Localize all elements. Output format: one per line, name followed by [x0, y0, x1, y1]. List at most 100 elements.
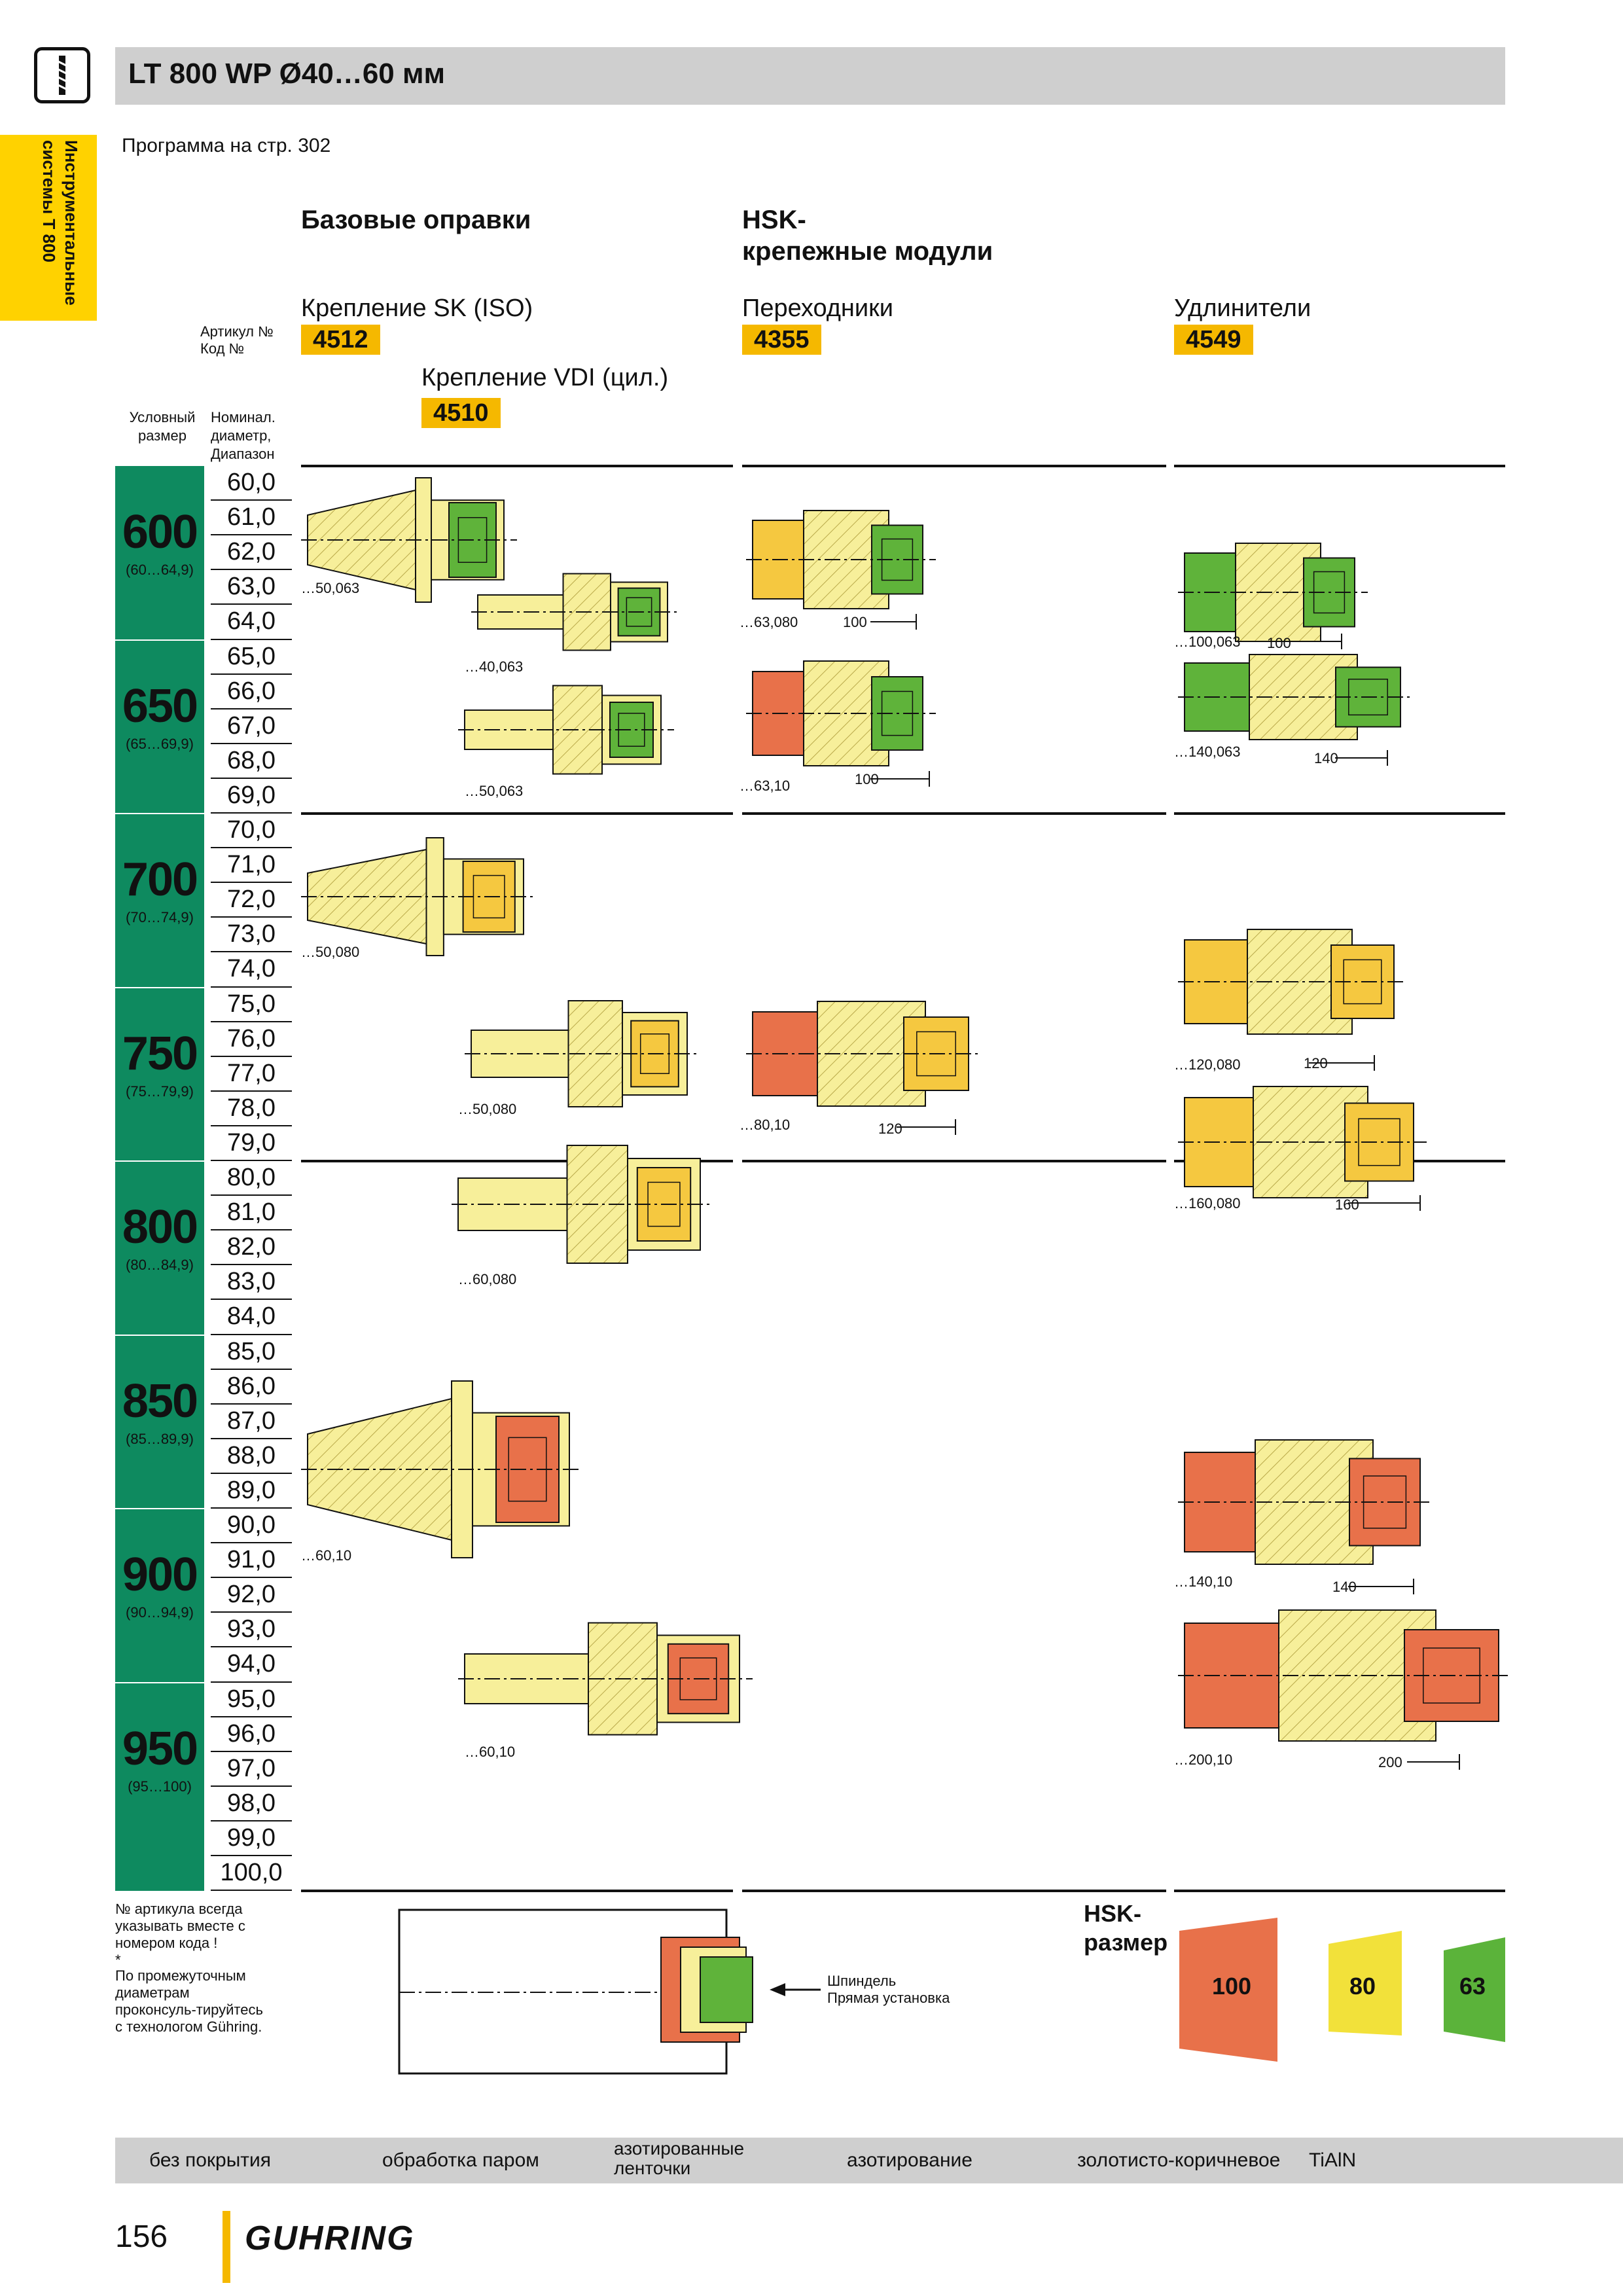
section-rule [301, 1890, 733, 1893]
dim-vdi-750: …50,080 [458, 1101, 517, 1117]
row-rule [211, 986, 292, 988]
diameter-cell: 96,0 [227, 1719, 276, 1748]
size-range: (90…94,9) [126, 1604, 194, 1621]
diameter-cell: 75,0 [227, 990, 276, 1018]
dim-ext-750-len: 120 [1304, 1055, 1328, 1071]
base-holders-title: Базовые оправки [301, 206, 531, 234]
nom-head-line1: Номинал. [211, 409, 276, 425]
hsk-size-100: 100 [1212, 1973, 1252, 2000]
row-rule [211, 1715, 292, 1717]
diameter-cell: 73,0 [227, 920, 276, 948]
dim-ad-650-len: 100 [855, 771, 879, 787]
vdi-body [567, 1000, 623, 1107]
diameter-cell: 69,0 [227, 781, 276, 809]
diameter-cell: 70,0 [227, 816, 276, 844]
size-band-divider [115, 1334, 204, 1336]
footer-divider [223, 2211, 230, 2283]
adapters-code-tag: 4355 [742, 325, 821, 355]
diameter-cell: 86,0 [227, 1372, 276, 1400]
row-rule [211, 1020, 292, 1022]
dim-vdi-600: …40,063 [465, 658, 524, 675]
diameter-cell: 85,0 [227, 1337, 276, 1365]
row-rule [211, 1542, 292, 1544]
dim-ad-600: …63,080 [740, 614, 798, 630]
row-rule [211, 1437, 292, 1439]
dim-ext-900-len: 140 [1332, 1579, 1357, 1595]
diameter-cell: 91,0 [227, 1546, 276, 1574]
diameter-cell: 62,0 [227, 538, 276, 566]
diameter-cell: 67,0 [227, 711, 276, 740]
drill-icon [34, 47, 90, 103]
dim-vdi-950: …60,10 [465, 1744, 516, 1760]
size-range: (60…64,9) [126, 562, 194, 578]
section-rule [742, 1890, 1166, 1893]
legend-bar [115, 2138, 1623, 2183]
sk-code-tag: 4512 [301, 325, 380, 355]
diameter-cell: 92,0 [227, 1581, 276, 1609]
diameter-cell: 66,0 [227, 677, 276, 705]
diameter-cell: 65,0 [227, 642, 276, 670]
row-rule [211, 1855, 292, 1856]
section-rule [742, 1160, 1166, 1162]
size-head: Условный размер [122, 408, 203, 445]
vdi-mount-label: Крепление VDI (цил.) [421, 364, 669, 391]
diameter-cell: 88,0 [227, 1441, 276, 1469]
title-bar [115, 47, 1505, 105]
size-band-divider [115, 986, 204, 988]
size-band [115, 466, 204, 1892]
hsk-size-line2: размер [1084, 1929, 1168, 1956]
row-rule [211, 1229, 292, 1231]
section-rule [1174, 812, 1505, 815]
diameter-cell: 78,0 [227, 1094, 276, 1122]
dim-ext-800: …160,080 [1174, 1195, 1241, 1211]
diameter-cell: 81,0 [227, 1198, 276, 1227]
row-rule [211, 1160, 292, 1161]
row-rule [211, 1194, 292, 1196]
article-label: Артикул № [200, 323, 274, 340]
row-rule [211, 1264, 292, 1266]
size-band-divider [115, 1160, 204, 1162]
diameter-cell: 90,0 [227, 1511, 276, 1539]
extensions-code-tag: 4549 [1174, 325, 1253, 355]
diameter-cell: 100,0 [220, 1859, 283, 1886]
section-rule [301, 1160, 733, 1162]
legend-nitriding: азотирование [847, 2149, 972, 2171]
section-rule [742, 812, 1166, 815]
size-value: 900 [122, 1549, 198, 1601]
size-head-line1: Условный [129, 409, 196, 425]
legend-steam: обработка паром [382, 2149, 539, 2171]
spindle-hsk-63 [700, 1956, 753, 2023]
row-rule [211, 1403, 292, 1405]
sk-mount-label: Крепление SK (ISO) [301, 295, 533, 322]
section-rule [301, 812, 733, 815]
section-rule [1174, 1890, 1505, 1893]
side-tab [0, 135, 97, 321]
diameter-cell: 63,0 [227, 573, 276, 601]
consult-note: По промежуточным диаметрам проконсуль-ти… [115, 1967, 263, 2035]
hsk-title-2: крепежные модули [742, 237, 993, 266]
extensions-label: Удлинители [1174, 295, 1311, 322]
brand-logo: GUHRING [245, 2219, 415, 2257]
row-rule [211, 1681, 292, 1683]
row-rule [211, 812, 292, 814]
legend-uncoated: без покрытия [149, 2149, 272, 2171]
hsk-title-1: HSK- [742, 206, 806, 234]
diameter-cell: 80,0 [227, 1164, 276, 1191]
diameter-cell: 89,0 [227, 1476, 276, 1504]
size-range: (75…79,9) [126, 1083, 194, 1100]
adapters-label: Переходники [742, 295, 893, 322]
row-rule [211, 534, 292, 536]
hsk-swatch-63 [1444, 1937, 1505, 2042]
diameter-cell: 99,0 [227, 1823, 276, 1852]
diameter-cell: 98,0 [227, 1789, 276, 1817]
row-rule [211, 1890, 292, 1892]
row-rule [211, 1507, 292, 1509]
diameter-cell: 83,0 [227, 1268, 276, 1296]
size-band-divider [115, 1508, 204, 1509]
diameter-cell: 84,0 [227, 1302, 276, 1331]
size-band-divider [115, 639, 204, 641]
diameter-cell: 71,0 [227, 851, 276, 879]
section-rule [1174, 465, 1505, 467]
vdi-code-tag: 4510 [421, 398, 501, 428]
size-value: 650 [122, 679, 198, 732]
